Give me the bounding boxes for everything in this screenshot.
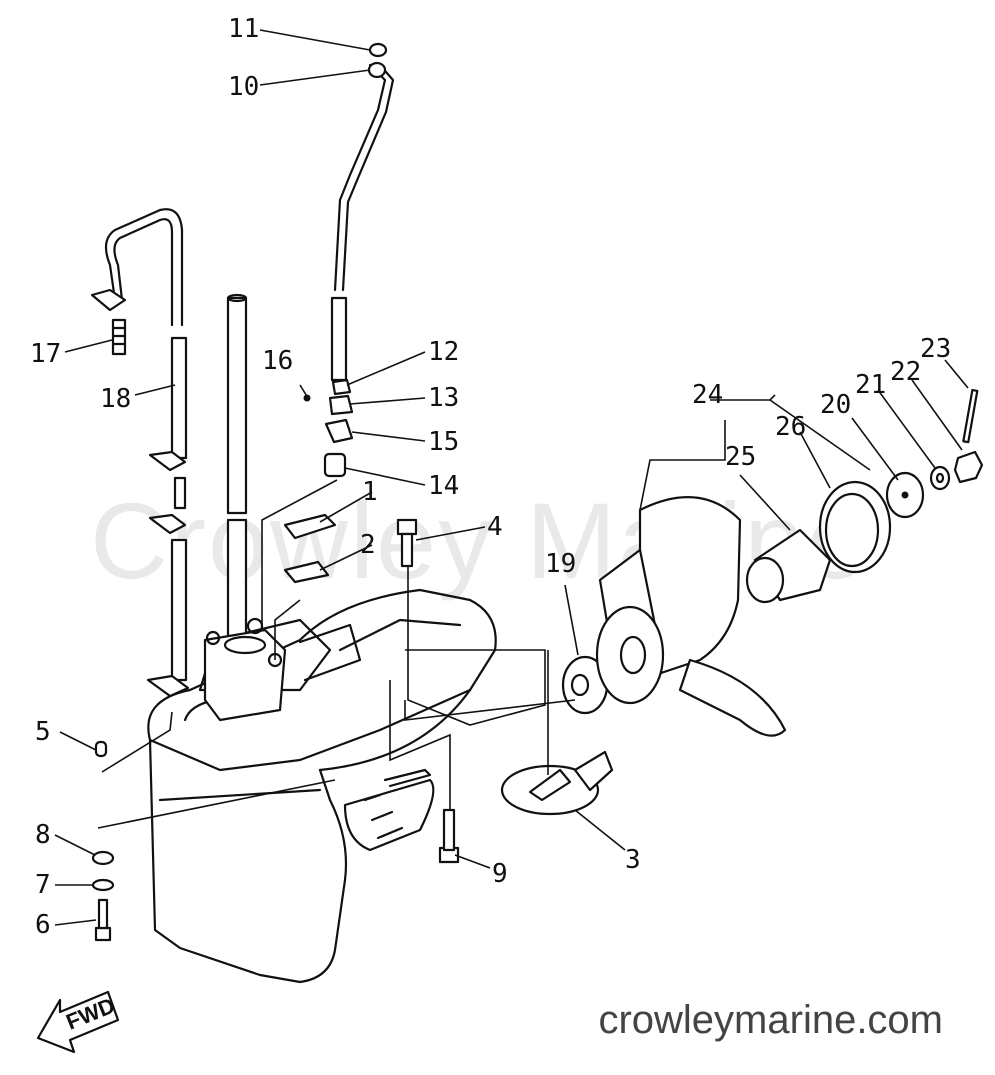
fittings-group [90,42,460,942]
callout-20: 20 [820,390,851,420]
spacer-part [745,528,832,604]
shift-rod-part [330,63,395,382]
site-caption[interactable]: crowleymarine.com [598,998,943,1042]
callout-3: 3 [625,845,641,875]
callout-12: 12 [428,337,459,367]
callout-19: 19 [545,549,576,579]
propeller-part [595,496,787,737]
callout-22: 22 [890,357,921,387]
callout-25: 25 [725,442,756,472]
callout-23: 23 [920,334,951,364]
callout-10: 10 [228,72,259,102]
callout-8: 8 [35,820,51,850]
callout-18: 18 [100,384,131,414]
callout-6: 6 [35,910,51,940]
callout-4: 4 [487,512,503,542]
callout-11: 11 [228,14,259,44]
callout-labels: 11 10 12 13 15 14 16 17 18 1 2 4 19 5 8 … [30,14,951,940]
callout-14: 14 [428,471,459,501]
callout-9: 9 [492,859,508,889]
thrust-washer-part [561,655,609,715]
leader-lines [54,29,969,926]
callout-7: 7 [35,870,51,900]
callout-21: 21 [855,370,886,400]
hub-hardware-group [885,388,984,519]
callout-1: 1 [362,477,378,507]
callout-17: 17 [30,339,61,369]
callout-24: 24 [692,380,723,410]
callout-5: 5 [35,717,51,747]
callout-13: 13 [428,383,459,413]
water-tube-part [104,208,188,682]
callout-26: 26 [775,412,806,442]
drive-shaft-part [226,293,248,642]
lower-casing-part [147,588,497,984]
water-pump-housing-part [203,617,287,722]
bushing-ring-part [818,480,892,574]
callout-16: 16 [262,346,293,376]
fwd-arrow-icon: FWD [36,990,120,1054]
callout-2: 2 [360,530,376,560]
trim-tab-part [500,750,614,816]
callout-15: 15 [428,427,459,457]
